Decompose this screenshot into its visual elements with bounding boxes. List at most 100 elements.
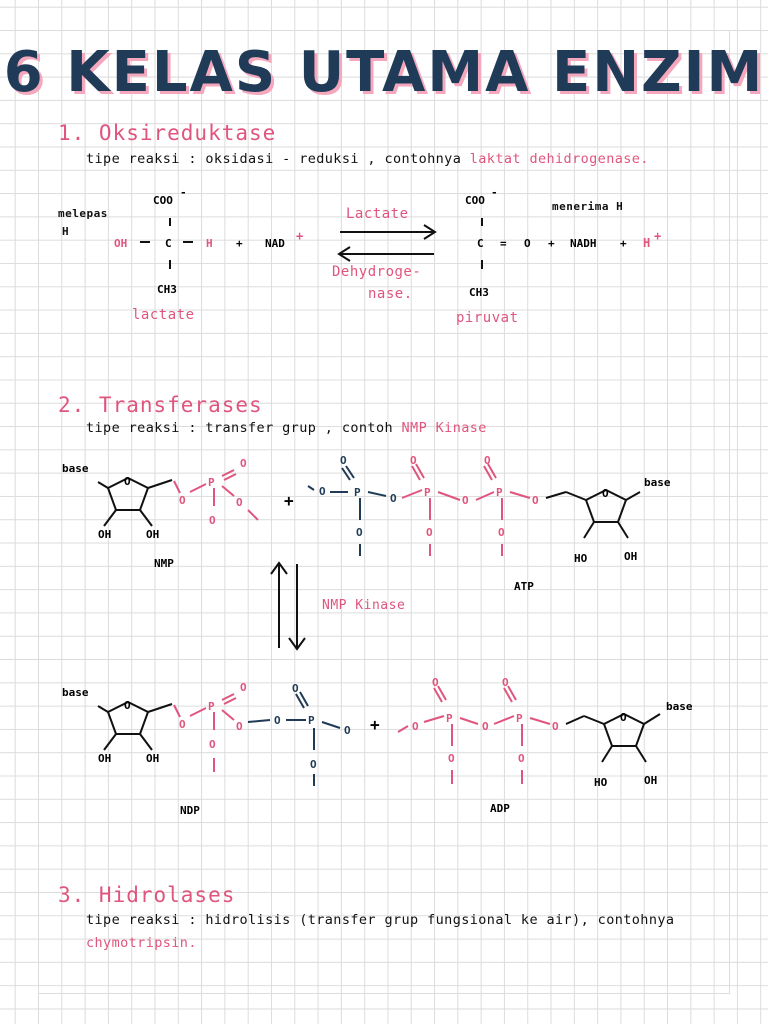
ch3-group: CH3 [157,283,177,296]
beta-alpha-phosphates [401,463,531,556]
oxygen-atom: O [462,494,469,507]
atp-label: ATP [514,580,534,593]
base-label: base [62,686,89,699]
hydrogen-atom: H [206,237,213,250]
phosphorus-atom: P [496,486,503,499]
bond-line [97,705,109,713]
forward-arrow-head [423,224,437,240]
ring-oxygen: O [620,711,627,724]
plus-sign: + [620,237,627,250]
section-hidrolases-description: tipe reaksi : hidrolisis (transfer grup … [86,912,675,928]
base-label: base [644,476,671,489]
proton: H [643,236,650,250]
description-text: tipe reaksi : oksidasi - reduksi , conto… [86,151,470,167]
oh-group: OH [644,774,657,787]
oxygen-atom: O [236,496,243,509]
bond-line [139,509,153,527]
oxygen-atom: O [274,714,281,727]
ring-oxygen: O [124,699,131,712]
oxygen-atom: O [552,720,559,733]
section-hidrolases-heading: 3. Hidrolases [58,883,236,907]
ribose-ring [106,700,150,735]
grid-paper-frame [38,30,730,994]
phosphorus-atom: P [208,476,215,489]
nmp-label: NMP [154,557,174,570]
phosphorus-atom: P [424,486,431,499]
oxygen-atom: O [240,681,247,694]
carbon-atom: C [165,237,172,250]
oh-group: OH [98,752,111,765]
charge-minus: - [180,186,187,199]
bond-line [617,521,629,539]
ndp-alpha-phosphate [173,693,237,772]
ribose-ring [602,712,646,747]
down-arrow-head [288,637,306,651]
oh-group: OH [114,237,127,250]
example-enzyme: laktat dehidrogenase. [469,151,649,167]
oxygen-atom: O [410,454,417,467]
bond-line [601,745,613,763]
phosphorus-atom: P [354,486,361,499]
section-oksireduktase-description: tipe reaksi : oksidasi - reduksi , conto… [86,151,649,167]
ho-group: HO [594,776,608,789]
melepas-h-label: H [62,225,70,238]
nad-charge: + [296,229,303,243]
oxygen-atom: O [412,720,419,733]
section-transferases-description: tipe reaksi : transfer grup , contoh NMP… [86,420,487,436]
oxygen-atom: O [532,494,539,507]
phosphate-group [173,469,259,521]
base-label: base [62,462,89,475]
example-enzyme: chymotripsin. [86,935,197,951]
nad-molecule: NAD [265,237,285,250]
piruvat-label: piruvat [456,310,519,326]
oh-group: OH [624,550,637,563]
lactate-pyruvate-reaction: COO - OH C H + NAD + CH3 COO - C = O + N… [114,186,661,299]
ho-group: HO [574,552,588,565]
ndp-beta-phosphate [247,691,341,786]
oxygen-atom: O [319,485,326,498]
menerima-label: menerima H [552,200,624,213]
oh-group: OH [98,528,111,541]
coo-group: COO [465,194,485,207]
oxygen-atom: O [292,682,299,695]
plus-sign: + [236,237,243,250]
bond-line [545,491,567,499]
oxygen-atom: O [518,752,525,765]
oxygen-atom: O [344,724,351,737]
oxygen-atom: O [502,676,509,689]
melepas-label: melepas [58,207,108,220]
oxygen-atom: O [426,526,433,539]
plus-sign: + [284,491,294,510]
phosphorus-atom: P [446,712,453,725]
oxygen-atom: O [448,752,455,765]
charge-minus: - [491,186,498,199]
oxygen-atom: O [432,676,439,689]
ring-oxygen: O [602,487,609,500]
phosphorus-atom: P [208,700,215,713]
phosphorus-atom: P [308,714,315,727]
section-oksireduktase-heading: 1. Oksireduktase [58,121,277,145]
oxygen-atom: O [498,526,505,539]
oxygen-atom: O [240,457,247,470]
nadh-molecule: NADH [570,237,597,250]
adp-phosphates [397,685,551,784]
bond-line [625,491,641,501]
oxygen-atom: O [179,494,186,507]
bond-line [147,479,173,489]
oxygen-atom: O [209,514,216,527]
oxygen-atom: O [236,720,243,733]
bond-line [583,715,605,725]
oxygen-atom: O [390,492,397,505]
section-transferases-heading: 2. Transferases [58,393,263,417]
arrow-label-nase: nase. [368,286,413,302]
carbon-atom: C [477,237,484,250]
oxygen-atom: O [482,720,489,733]
bond-line [103,509,117,527]
phosphorus-atom: P [516,712,523,725]
page-title: 6 KELAS UTAMA ENZIM [3,40,765,105]
double-bond: = [500,237,507,250]
coo-group: COO [153,194,173,207]
bond-line [103,733,117,751]
arrow-label-dehydrogenase: Dehydroge- [332,264,422,280]
bond-line [583,521,595,539]
